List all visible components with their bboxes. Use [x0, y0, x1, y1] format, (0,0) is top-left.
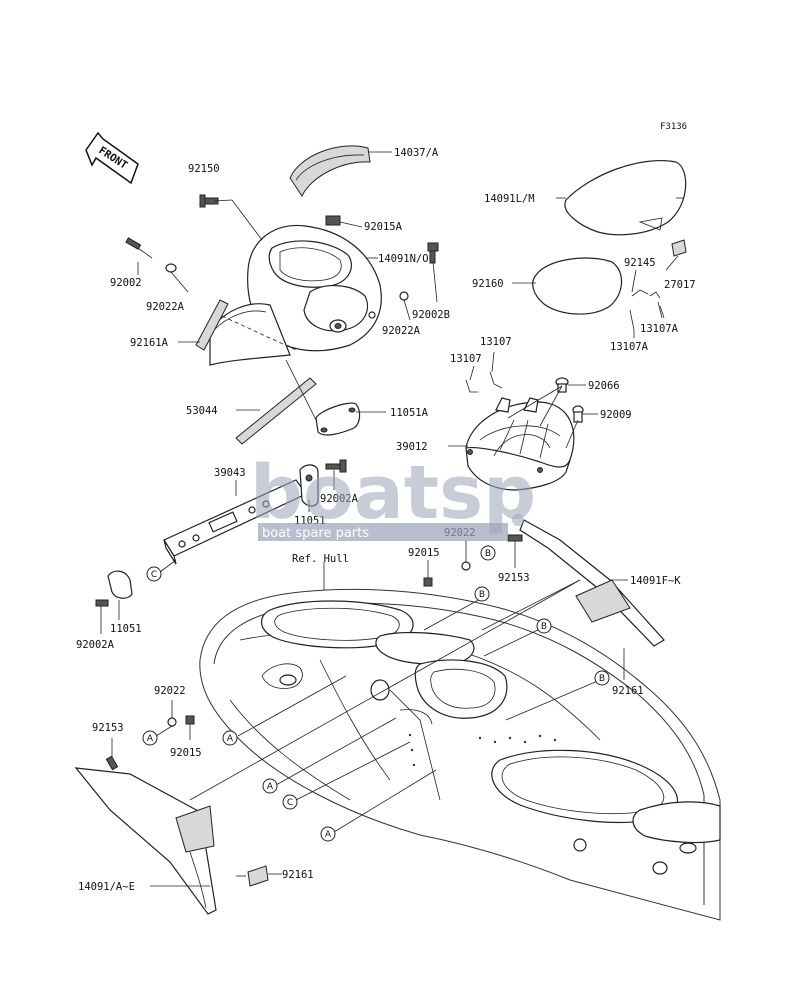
label-14091AE: 14091/A~E [78, 881, 135, 893]
callout-b-4: B [594, 670, 610, 686]
label-92150: 92150 [188, 163, 220, 175]
label-92160: 92160 [472, 278, 504, 290]
callout-b-3: B [536, 618, 552, 634]
storage-bin-assembly [465, 160, 687, 491]
callout-a-4: A [320, 826, 336, 842]
watermark-logo: boatsp [250, 450, 536, 536]
label-11051-lower: 11051 [110, 623, 142, 635]
label-92015A: 92015A [364, 221, 403, 233]
callout-c-1: C [146, 566, 162, 582]
svg-text:A: A [325, 830, 332, 840]
figure-code: F3136 [660, 122, 687, 132]
label-11051A: 11051A [390, 407, 429, 419]
label-13107A-upper: 13107A [640, 323, 679, 335]
svg-text:B: B [541, 622, 547, 632]
hull-drawing [199, 588, 721, 921]
svg-text:A: A [267, 782, 274, 792]
label-92022A-left: 92022A [146, 301, 185, 313]
label-92022-lower: 92022 [154, 685, 186, 697]
svg-text:C: C [151, 570, 157, 580]
label-92002: 92002 [110, 277, 142, 289]
label-92145: 92145 [624, 257, 656, 269]
bracket-assembly [95, 459, 347, 607]
label-92002A-upper: 92002A [320, 493, 359, 505]
label-92015-lower: 92015 [170, 747, 202, 759]
ref-hull-label: Ref. Hull [292, 553, 349, 565]
label-39043: 39043 [214, 467, 246, 479]
label-92066: 92066 [588, 380, 620, 392]
label-92153-upper: 92153 [498, 572, 530, 584]
label-14091NO: 14091N/O [378, 253, 429, 265]
label-92161A: 92161A [130, 337, 169, 349]
callout-a-3: A [262, 778, 278, 794]
label-27017: 27017 [664, 279, 696, 291]
label-14037A: 14037/A [394, 147, 439, 159]
part-labels: 14037/A 92150 92015A 14091N/O 92002 9200… [76, 147, 696, 893]
label-92153-lower: 92153 [92, 722, 124, 734]
watermark: boatsp boat spare parts [250, 450, 536, 541]
callout-c-2: C [282, 794, 298, 810]
front-arrow-icon: FRONT [85, 131, 139, 185]
left-side-panel [74, 715, 269, 915]
label-92009: 92009 [600, 409, 632, 421]
label-14091FK: 14091F~K [630, 575, 681, 587]
label-13107-right: 13107 [480, 336, 512, 348]
label-92161-lower: 92161 [282, 869, 314, 881]
label-14091LM: 14091L/M [484, 193, 535, 205]
callout-a-2: A [142, 730, 158, 746]
svg-text:B: B [485, 549, 491, 559]
callout-b-2: B [474, 586, 490, 602]
callout-a-1: A [222, 730, 238, 746]
handlebar-cover-assembly [125, 145, 439, 445]
label-92002A-lower: 92002A [76, 639, 115, 651]
label-13107-left: 13107 [450, 353, 482, 365]
part-14037A-shape [289, 145, 371, 198]
label-53044: 53044 [186, 405, 218, 417]
svg-text:B: B [599, 674, 605, 684]
label-39012: 39012 [396, 441, 428, 453]
label-92002B: 92002B [412, 309, 450, 321]
label-13107A-lower: 13107A [610, 341, 649, 353]
label-92015-upper: 92015 [408, 547, 440, 559]
callout-b-1: B [480, 545, 496, 561]
label-92161-right: 92161 [612, 685, 644, 697]
leader-lines [100, 151, 684, 887]
svg-text:C: C [287, 798, 293, 808]
label-92022A-right: 92022A [382, 325, 421, 337]
svg-text:A: A [227, 734, 234, 744]
callout-markers: B B B B C C A A A A [142, 545, 610, 842]
watermark-tagline: boat spare parts [262, 526, 369, 541]
svg-text:A: A [147, 734, 154, 744]
svg-text:B: B [479, 590, 485, 600]
